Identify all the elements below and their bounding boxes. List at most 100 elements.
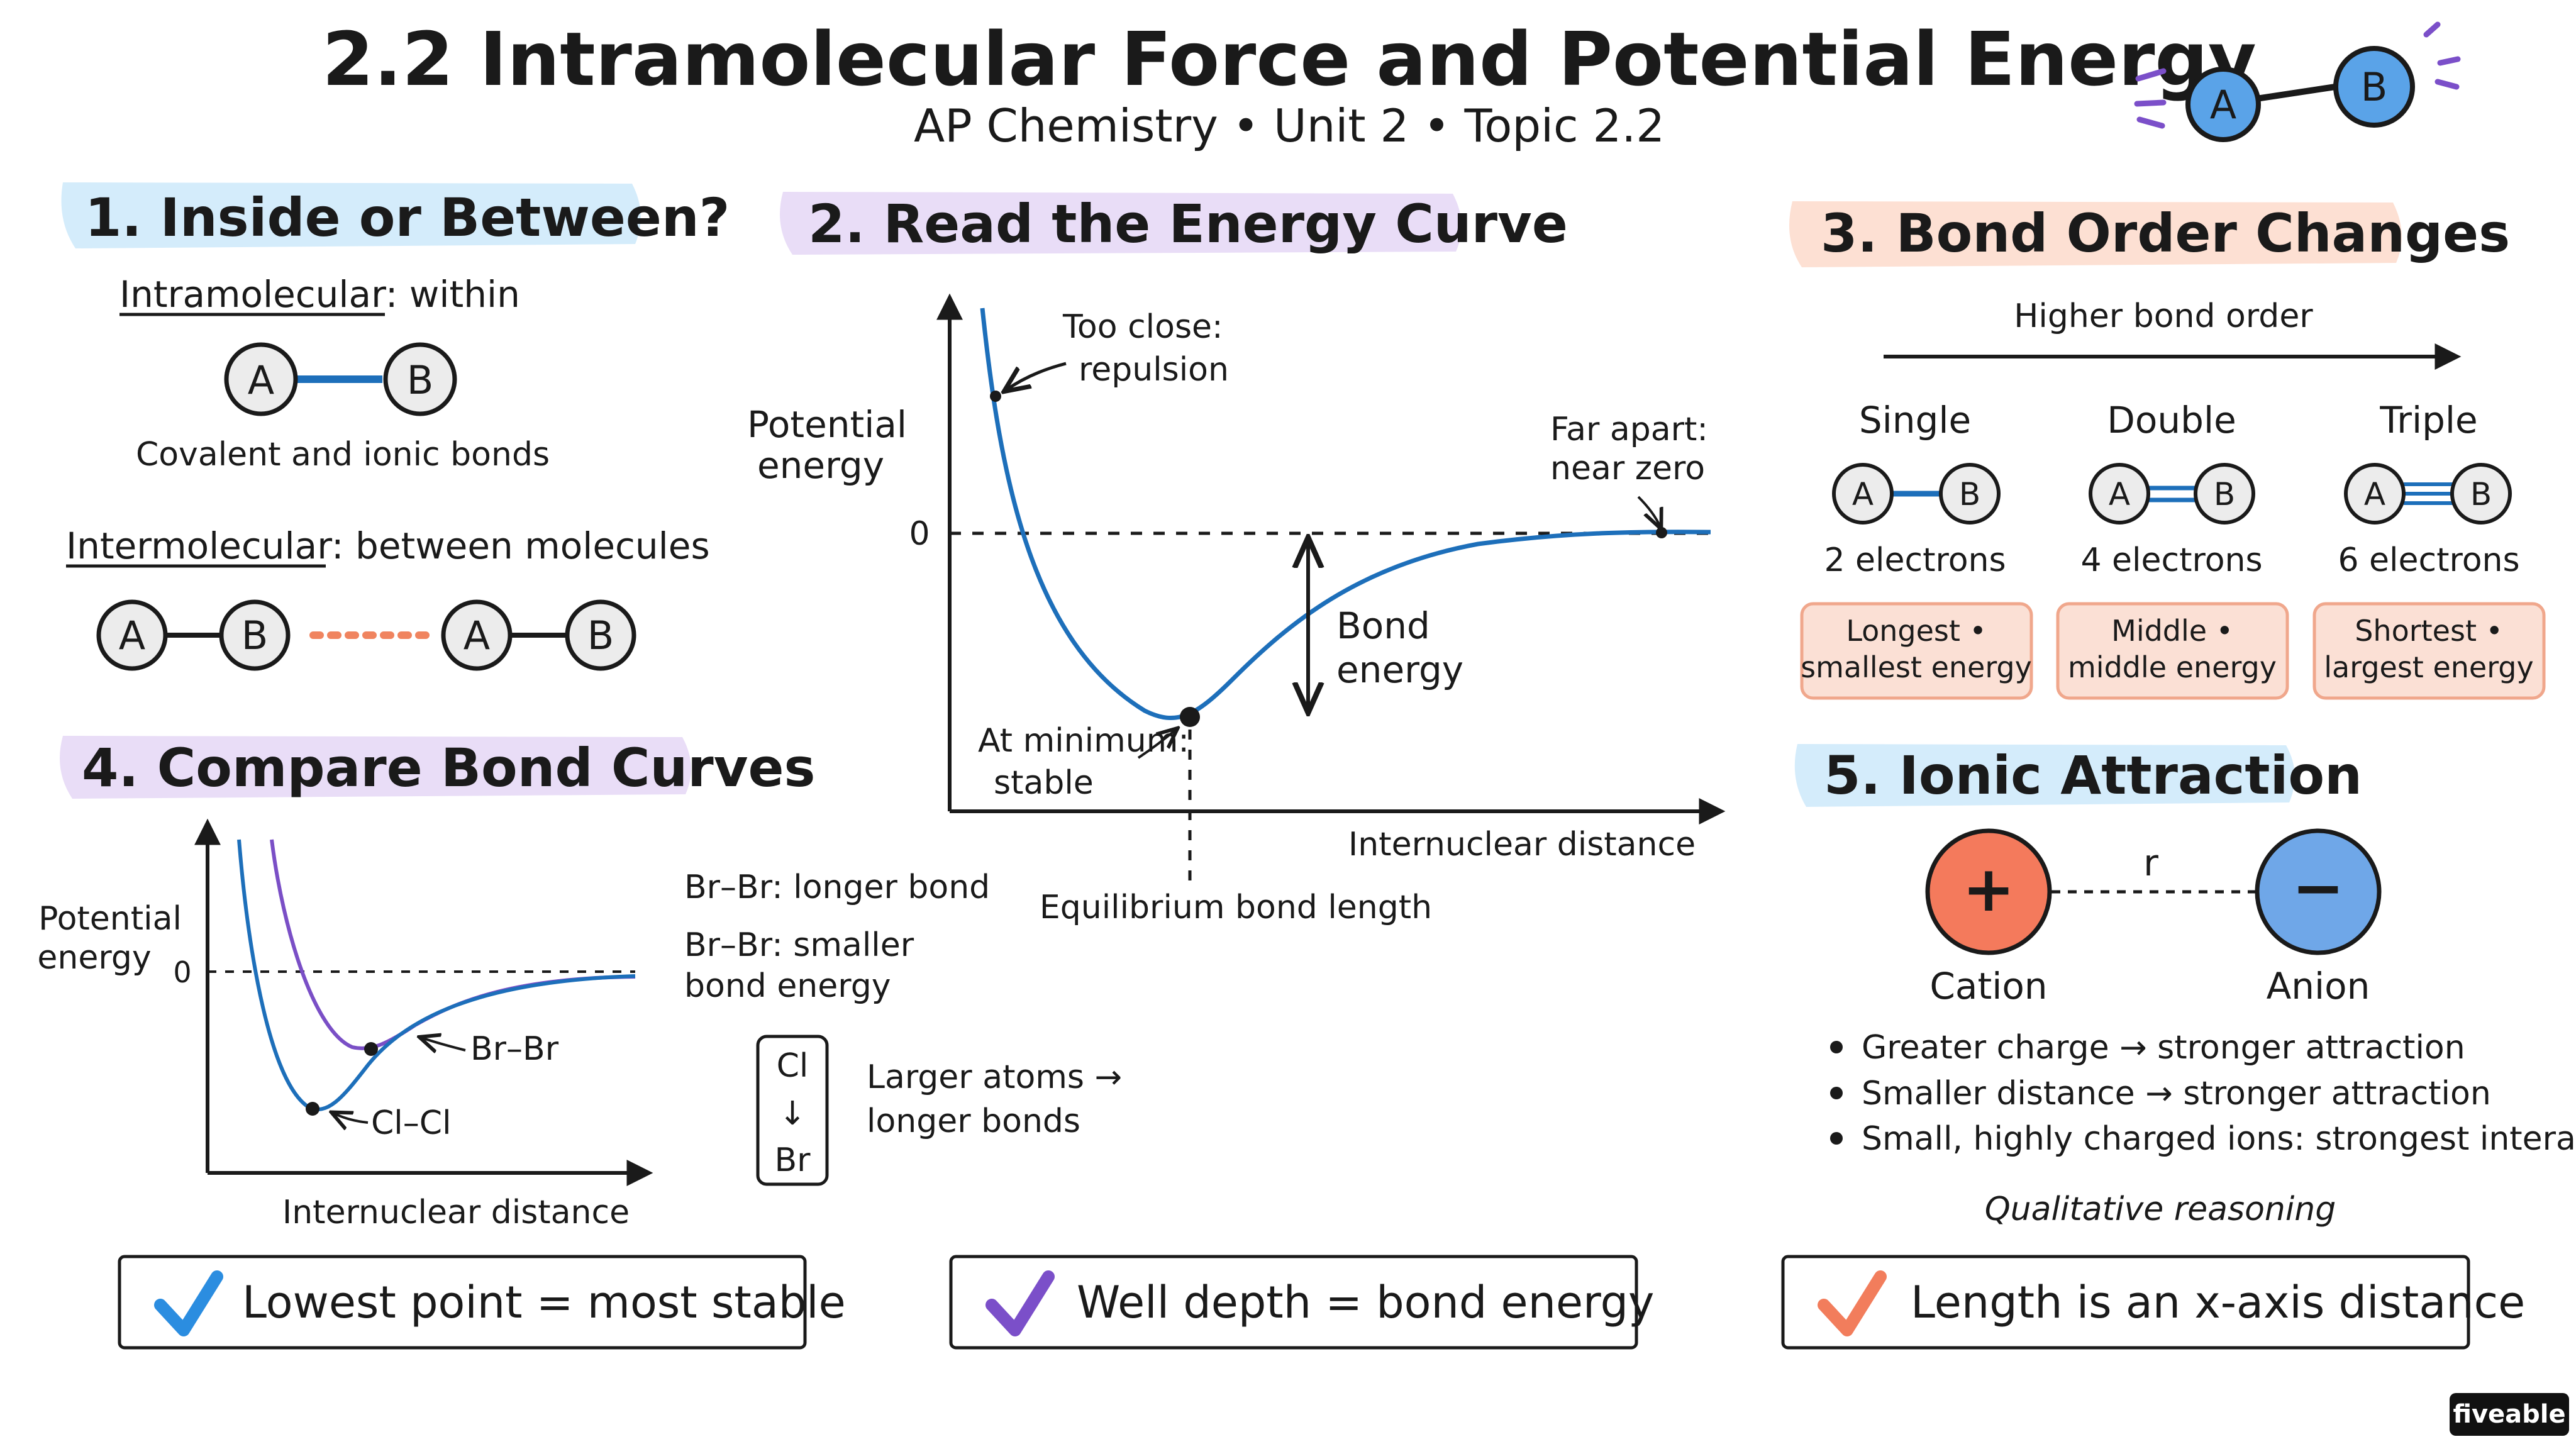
bond-double-box bbox=[2056, 602, 2289, 700]
section-4-compare-curves: 4. Compare Bond Curves Potential energy … bbox=[37, 736, 1122, 1231]
potential-energy-curve bbox=[980, 308, 1711, 721]
anion-label: Anion bbox=[2267, 965, 2370, 1008]
page-title: 2.2 Intramolecular Force and Potential E… bbox=[322, 16, 2257, 103]
bond-single-box bbox=[1800, 602, 2033, 700]
section-5-heading: 5. Ionic Attraction bbox=[1824, 745, 2362, 806]
intra-atom-b: B bbox=[407, 357, 434, 403]
single-atom-b: B bbox=[1959, 476, 1980, 513]
single-atom-a: A bbox=[1852, 476, 1874, 513]
trend-label-line2: longer bonds bbox=[867, 1102, 1080, 1140]
ion-distance-label: r bbox=[2143, 841, 2158, 884]
intermolecular-molecules: A B A B bbox=[96, 599, 636, 671]
halogen-box-top: Cl bbox=[777, 1047, 809, 1085]
section-1-highlight bbox=[61, 182, 641, 248]
intramolecular-molecule: A B bbox=[224, 342, 457, 416]
header-molecule-icon: A B bbox=[2134, 21, 2461, 142]
intermolecular-label: Intermolecular: between molecules bbox=[66, 525, 710, 567]
curve-xlabel: Internuclear distance bbox=[1348, 826, 1696, 863]
double-atom-a: A bbox=[2109, 476, 2130, 513]
far-apart-point bbox=[1656, 527, 1667, 538]
repulsion-point bbox=[990, 391, 1001, 402]
far-apart-label-line2: near zero bbox=[1550, 450, 1705, 487]
anion: − bbox=[2255, 828, 2382, 955]
section-1-inside-or-between: 1. Inside or Between? Intramolecular: wi… bbox=[61, 182, 730, 671]
compare-note-2-line2: bond energy bbox=[684, 967, 891, 1005]
intramolecular-label: Intramolecular: within bbox=[119, 273, 520, 316]
far-apart-label-line1: Far apart: bbox=[1550, 411, 1708, 448]
curve-ylabel-line2: energy bbox=[757, 444, 884, 487]
compare-ylabel-line1: Potential bbox=[38, 900, 182, 938]
repulsion-label-line1: Too close: bbox=[1062, 308, 1223, 346]
minimum-point bbox=[1180, 707, 1200, 727]
page-subtitle: AP Chemistry • Unit 2 • Topic 2.2 bbox=[914, 99, 1665, 152]
bond-energy-line1: Bond bbox=[1336, 604, 1430, 647]
compare-note-1: Br–Br: longer bond bbox=[684, 869, 990, 906]
section-2-energy-curve: 2. Read the Energy Curve Potential energ… bbox=[747, 192, 1726, 926]
cl-cl-minimum-point bbox=[306, 1102, 319, 1116]
repulsion-pointer bbox=[1006, 362, 1067, 390]
takeaway-3-text: Length is an x-axis distance bbox=[1911, 1277, 2525, 1328]
section-2-heading: 2. Read the Energy Curve bbox=[808, 193, 1568, 255]
bond-single: Single A B 2 electrons Longest • smalles… bbox=[1800, 399, 2033, 700]
checkmark-icon bbox=[1818, 1270, 1887, 1336]
compare-note-2-line1: Br–Br: smaller bbox=[684, 926, 914, 964]
minimum-label-line1: At minimum: bbox=[978, 722, 1189, 760]
br-br-pointer bbox=[421, 1038, 466, 1050]
takeaway-1-text: Lowest point = most stable bbox=[242, 1277, 846, 1328]
bond-single-box-line2: smallest energy bbox=[1801, 650, 2032, 684]
ionic-bullet-2: Smaller distance → stronger attraction bbox=[1862, 1075, 2491, 1113]
section-4-heading: 4. Compare Bond Curves bbox=[82, 737, 815, 799]
takeaway-1: Lowest point = most stable bbox=[118, 1255, 846, 1350]
curve-ylabel-line1: Potential bbox=[747, 403, 907, 446]
ionic-bullet-3: Small, highly charged ions: strongest in… bbox=[1862, 1120, 2576, 1158]
bond-double-name: Double bbox=[2107, 399, 2236, 441]
checkmark-icon bbox=[985, 1270, 1055, 1336]
bond-single-electrons: 2 electrons bbox=[1824, 541, 2006, 579]
cation-label: Cation bbox=[1929, 965, 2047, 1008]
compare-zero-label: 0 bbox=[173, 955, 191, 989]
bond-double: Double A B 4 electrons Middle • middle e… bbox=[2056, 399, 2289, 700]
bond-energy-line2: energy bbox=[1336, 648, 1463, 691]
br-br-curve bbox=[270, 839, 636, 1050]
inter-atom-a-2: A bbox=[464, 613, 490, 658]
cl-cl-curve bbox=[237, 839, 636, 1111]
cation: + bbox=[1925, 828, 2052, 955]
section-5-highlight bbox=[1794, 744, 2295, 807]
takeaway-2-text: Well depth = bond energy bbox=[1077, 1277, 1654, 1328]
bond-triple-electrons: 6 electrons bbox=[2338, 541, 2519, 579]
bond-triple-box-line2: largest energy bbox=[2324, 650, 2533, 684]
triple-atom-b: B bbox=[2470, 476, 2492, 513]
header: 2.2 Intramolecular Force and Potential E… bbox=[322, 16, 2461, 152]
bond-triple-box-line1: Shortest • bbox=[2355, 614, 2503, 648]
bond-single-name: Single bbox=[1859, 399, 1971, 441]
section-2-highlight bbox=[780, 192, 1462, 255]
br-br-minimum-point bbox=[364, 1042, 378, 1056]
bond-triple-name: Triple bbox=[2379, 399, 2477, 441]
header-atom-a: A bbox=[2210, 82, 2236, 128]
ionic-bullets: Greater charge → stronger attraction Sma… bbox=[1830, 1029, 2576, 1158]
anion-symbol: − bbox=[2292, 851, 2345, 924]
bond-order-arrow-label: Higher bond order bbox=[2014, 297, 2313, 335]
inter-atom-b-2: B bbox=[587, 613, 614, 658]
halogen-trend-box: Cl ↓ Br bbox=[756, 1035, 829, 1186]
bond-triple: Triple A B 6 electrons Shortest • larges… bbox=[2312, 399, 2546, 700]
qualitative-note: Qualitative reasoning bbox=[1985, 1191, 2336, 1228]
inter-atom-b-1: B bbox=[242, 613, 269, 658]
section-5-ionic-attraction: 5. Ionic Attraction r + − Cation Anion G… bbox=[1794, 744, 2576, 1228]
section-3-highlight bbox=[1789, 201, 2402, 267]
double-atom-b: B bbox=[2214, 476, 2235, 513]
bond-double-box-line2: middle energy bbox=[2068, 650, 2277, 684]
inter-atom-a-1: A bbox=[119, 613, 145, 658]
checkmark-icon bbox=[154, 1270, 223, 1336]
takeaway-2: Well depth = bond energy bbox=[949, 1255, 1654, 1350]
bond-double-box-line1: Middle • bbox=[2111, 614, 2233, 648]
section-3-heading: 3. Bond Order Changes bbox=[1821, 203, 2510, 264]
bond-triple-box bbox=[2312, 602, 2546, 700]
section-1-heading: 1. Inside or Between? bbox=[85, 187, 730, 248]
equilibrium-label: Equilibrium bond length bbox=[1040, 889, 1432, 926]
ionic-bullet-1: Greater charge → stronger attraction bbox=[1862, 1029, 2465, 1067]
section-3-bond-order: 3. Bond Order Changes Higher bond order … bbox=[1789, 201, 2546, 700]
cation-symbol: + bbox=[1962, 852, 2015, 926]
repulsion-label-line2: repulsion bbox=[1079, 351, 1229, 389]
